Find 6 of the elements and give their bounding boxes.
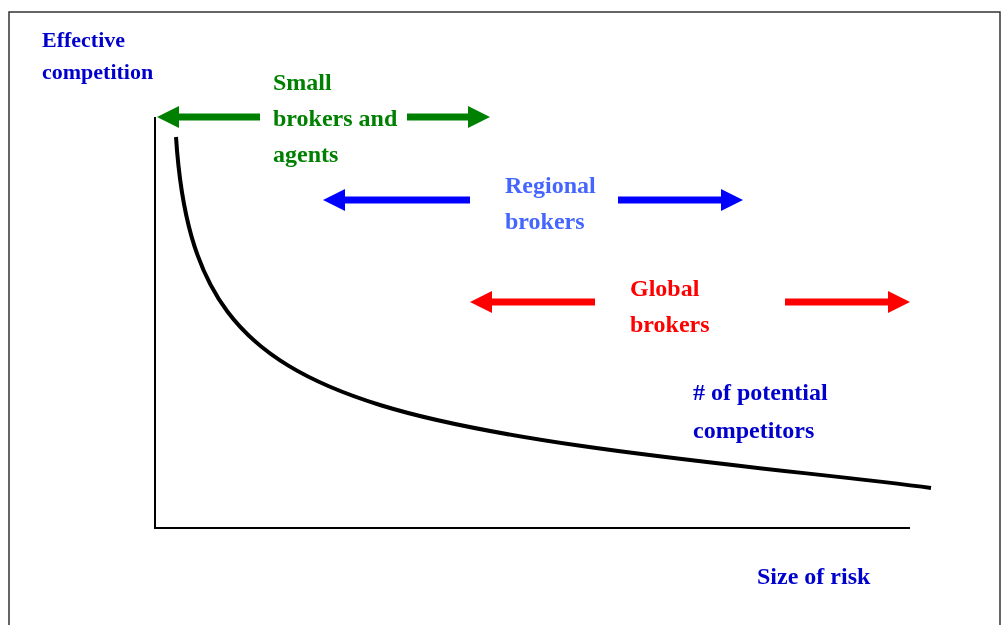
range-label: Small brokers and agents bbox=[273, 68, 399, 169]
range-label: Regional brokers bbox=[505, 171, 597, 236]
range-label: Global brokers bbox=[630, 274, 711, 339]
curve-label: # of potential competitors bbox=[693, 378, 829, 445]
axis-title: Effective competition bbox=[42, 26, 155, 86]
axis-title: Size of risk bbox=[757, 562, 872, 591]
